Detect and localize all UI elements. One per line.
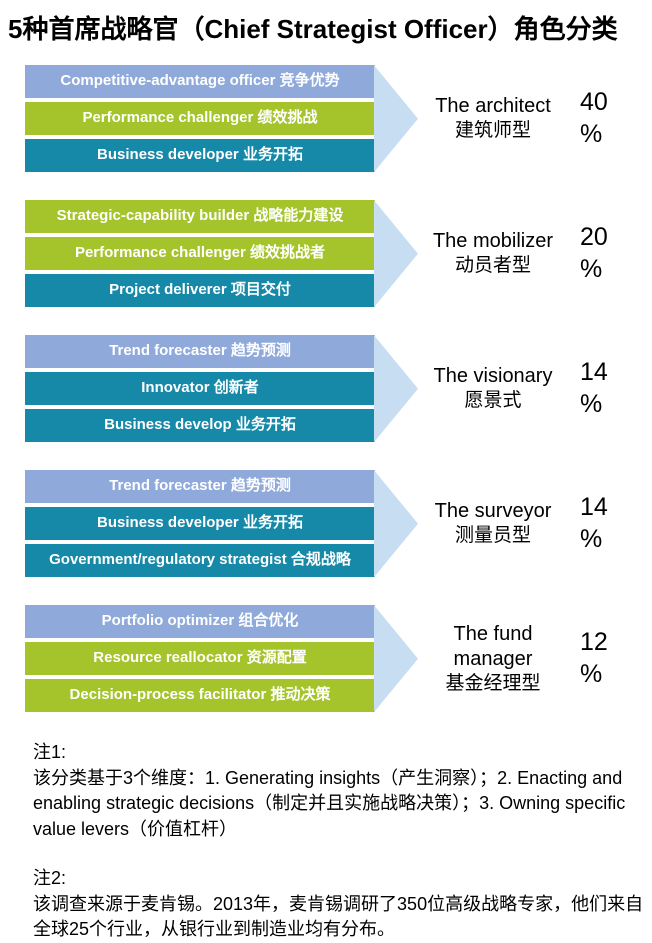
capability-bar: Strategic-capability builder 战略能力建设 (25, 200, 375, 234)
capability-bar-label: Government/regulatory strategist 合规战略 (49, 551, 351, 569)
role-group-architect: Competitive-advantage officer 竞争优势 Perfo… (25, 65, 644, 173)
capability-bars: Competitive-advantage officer 竞争优势 Perfo… (25, 65, 375, 173)
arrow-right-icon (374, 335, 418, 443)
role-percentage: 12 % (580, 628, 608, 688)
capability-bar: Resource reallocator 资源配置 (25, 642, 375, 676)
capability-bar: Portfolio optimizer 组合优化 (25, 605, 375, 639)
note-body: 该分类基于3个维度：1. Generating insights（产生洞察）；2… (33, 767, 626, 839)
capability-bar: Performance challenger 绩效挑战者 (25, 237, 375, 271)
role-percentage: 20 % (580, 223, 608, 283)
role-percentage: 40 % (580, 88, 608, 148)
capability-bars: Trend forecaster 趋势预测 Innovator 创新者 Busi… (25, 335, 375, 443)
role-group-mobilizer: Strategic-capability builder 战略能力建设 Perf… (25, 200, 644, 308)
capability-bars: Strategic-capability builder 战略能力建设 Perf… (25, 200, 375, 308)
capability-bar-label: Business develop 业务开拓 (104, 416, 296, 434)
role-name-zh: 愿景式 (464, 390, 522, 412)
capability-bar-label: Performance challenger 绩效挑战 (82, 109, 318, 127)
note-heading: 注2: (33, 868, 67, 889)
role-label: The mobilizer 动员者型 (418, 200, 568, 307)
capability-bar-label: Trend forecaster 趋势预测 (109, 342, 291, 360)
capability-bar: Trend forecaster 趋势预测 (25, 335, 375, 369)
note-heading: 注1: (33, 742, 67, 763)
role-percentage: 14 % (580, 493, 608, 553)
capability-bar: Innovator 创新者 (25, 372, 375, 406)
capability-bar-label: Portfolio optimizer 组合优化 (101, 612, 299, 630)
role-label: The fund manager 基金经理型 (418, 605, 568, 712)
capability-bar-label: Performance challenger 绩效挑战者 (74, 244, 326, 262)
capability-bar: Government/regulatory strategist 合规战略 (25, 544, 375, 578)
capability-bar-label: Decision-process facilitator 推动决策 (69, 686, 331, 704)
page-title: 5种首席战略官（Chief Strategist Officer）角色分类 (8, 14, 618, 44)
role-name-en: The architect (435, 95, 551, 118)
role-percentage: 14 % (580, 358, 608, 418)
note-body: 该调查来源于麦肯锡。2013年，麦肯锡调研了350位高级战略专家，他们来自全球2… (33, 893, 644, 940)
capability-bar-label: Innovator 创新者 (141, 379, 259, 397)
capability-bar-label: Trend forecaster 趋势预测 (109, 477, 291, 495)
capability-bar: Trend forecaster 趋势预测 (25, 470, 375, 504)
arrow-right-icon (374, 65, 418, 173)
capability-bar-label: Business developer 业务开拓 (97, 514, 303, 532)
capability-bar: Decision-process facilitator 推动决策 (25, 679, 375, 713)
note-2: 注2: 该调查来源于麦肯锡。2013年，麦肯锡调研了350位高级战略专家，他们来… (33, 866, 645, 943)
capability-bar: Competitive-advantage officer 竞争优势 (25, 65, 375, 99)
role-name-zh: 基金经理型 (445, 672, 541, 694)
role-label: The surveyor 测量员型 (418, 470, 568, 577)
role-name-en: The fund manager (453, 622, 533, 670)
role-name-zh: 建筑师型 (454, 120, 531, 142)
role-group-visionary: Trend forecaster 趋势预测 Innovator 创新者 Busi… (25, 335, 644, 443)
capability-bar-label: Business developer 业务开拓 (97, 146, 303, 164)
arrow-right-icon (374, 470, 418, 578)
capability-bar: Business developer 业务开拓 (25, 507, 375, 541)
role-group-surveyor: Trend forecaster 趋势预测 Business developer… (25, 470, 644, 578)
note-1: 注1: 该分类基于3个维度：1. Generating insights（产生洞… (33, 740, 645, 842)
arrow-right-icon (374, 605, 418, 713)
capability-bars: Portfolio optimizer 组合优化 Resource reallo… (25, 605, 375, 713)
role-name-zh: 动员者型 (454, 255, 531, 277)
notes: 注1: 该分类基于3个维度：1. Generating insights（产生洞… (8, 740, 644, 943)
capability-bar-label: Competitive-advantage officer 竞争优势 (60, 72, 340, 90)
capability-bar-label: Resource reallocator 资源配置 (93, 649, 307, 667)
capability-bar-label: Strategic-capability builder 战略能力建设 (56, 207, 344, 225)
role-name-en: The visionary (433, 365, 553, 388)
role-name-en: The surveyor (434, 500, 552, 523)
capability-bar: Project deliverer 项目交付 (25, 274, 375, 308)
capability-bar: Business developer 业务开拓 (25, 139, 375, 173)
capability-bar: Performance challenger 绩效挑战 (25, 102, 375, 136)
role-group-fund-manager: Portfolio optimizer 组合优化 Resource reallo… (25, 605, 644, 713)
role-label: The architect 建筑师型 (418, 65, 568, 172)
role-name-zh: 测量员型 (454, 525, 531, 547)
role-label: The visionary 愿景式 (418, 335, 568, 442)
role-name-en: The mobilizer (432, 230, 554, 253)
arrow-right-icon (374, 200, 418, 308)
capability-bars: Trend forecaster 趋势预测 Business developer… (25, 470, 375, 578)
capability-bar-label: Project deliverer 项目交付 (109, 281, 291, 299)
capability-bar: Business develop 业务开拓 (25, 409, 375, 443)
